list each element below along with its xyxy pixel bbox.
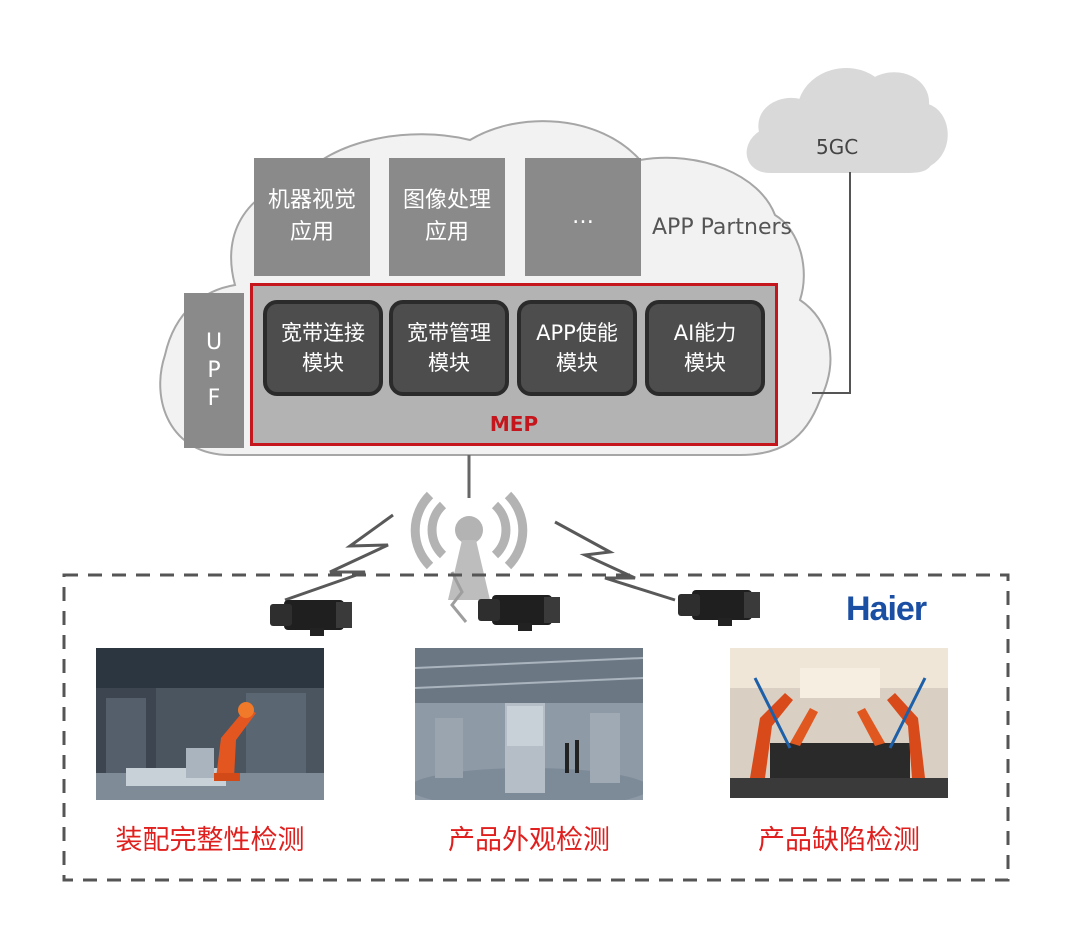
app-label-line1: 图像处理 [402, 188, 491, 213]
app-partners-label: APP Partners [652, 215, 792, 240]
camera-icon [678, 590, 760, 626]
module-broadband-management: 宽带管理 模块 [389, 300, 509, 396]
5gc-link [812, 172, 851, 394]
module-ai-capability: AI能力 模块 [645, 300, 765, 396]
app-label-line2: 应用 [424, 220, 469, 245]
module-app-enablement: APP使能 模块 [517, 300, 637, 396]
app-more: … [525, 158, 641, 276]
module-label-line2: 模块 [684, 351, 726, 375]
mep-label: MEP [489, 412, 539, 436]
5gc-cloud [746, 68, 948, 173]
wireless-signal-right [554, 520, 676, 602]
module-label-line1: 宽带管理 [407, 321, 491, 345]
camera-icon [270, 600, 352, 636]
upf-block: U P F [184, 293, 244, 448]
wireless-signal-left [284, 513, 394, 602]
5gc-label: 5GC [816, 135, 859, 159]
upf-letter: U [205, 329, 223, 355]
assembly-line-photo [96, 648, 324, 800]
module-label-line1: 宽带连接 [281, 321, 365, 345]
app-image-processing: 图像处理 应用 [389, 158, 505, 276]
haier-logo: Haier [846, 590, 927, 628]
module-label-line1: APP使能 [536, 321, 618, 345]
app-label-line1: 机器视觉 [267, 188, 356, 213]
caption-assembly-completeness: 装配完整性检测 [115, 825, 305, 856]
upf-letter: P [207, 357, 221, 383]
app-label-line2: 应用 [289, 220, 334, 245]
module-label-line2: 模块 [556, 351, 598, 375]
upf-letter: F [207, 385, 221, 411]
defect-inspection-photo [730, 648, 948, 798]
wireless-signal-center [450, 571, 468, 623]
antenna-tower-icon [410, 491, 528, 600]
caption-appearance-inspection: 产品外观检测 [448, 825, 610, 856]
module-label-line1: AI能力 [673, 321, 737, 345]
appearance-inspection-photo [415, 648, 643, 800]
caption-defect-inspection: 产品缺陷检测 [758, 825, 920, 856]
module-broadband-connection: 宽带连接 模块 [263, 300, 383, 396]
camera-icon [478, 595, 560, 631]
mep-platform: 宽带连接 模块 宽带管理 模块 APP使能 模块 AI能力 模块 MEP [250, 283, 778, 446]
app-machine-vision: 机器视觉 应用 [254, 158, 370, 276]
app-label-line1: … [572, 204, 594, 229]
module-label-line2: 模块 [428, 351, 470, 375]
module-label-line2: 模块 [302, 351, 344, 375]
